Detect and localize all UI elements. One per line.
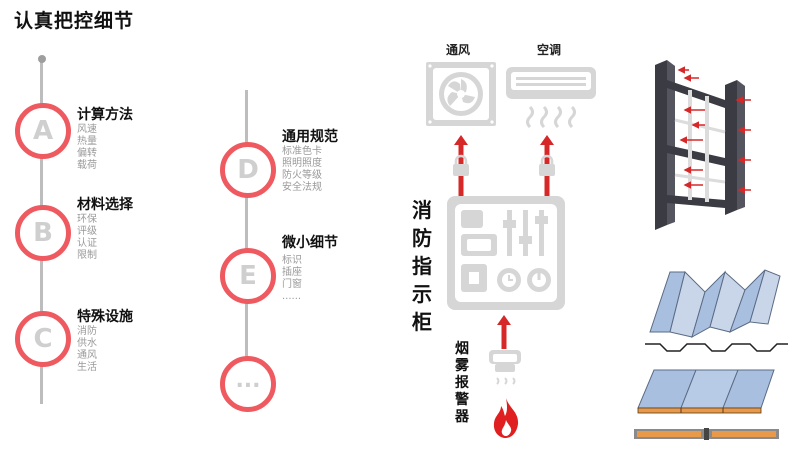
circle-e: E (220, 248, 276, 304)
fan-icon (426, 62, 496, 126)
air-conditioner-icon (506, 67, 596, 129)
list-item: 门窗 (282, 279, 302, 290)
list-item: 评级 (77, 226, 97, 237)
fan-label: 通风 (446, 43, 471, 57)
circle-d: D (220, 142, 276, 198)
smoke-detector-icon (489, 350, 521, 385)
corrugated-panel-icon (645, 269, 788, 352)
list-item: 安全法规 (282, 182, 322, 193)
ac-label: 空调 (537, 43, 562, 57)
section-c-items: 消防 供水 通风 生活 (77, 326, 97, 374)
timeline-line-2 (245, 90, 248, 380)
list-item: ...... (282, 291, 302, 302)
circle-c: C (15, 311, 71, 367)
list-item: 认证 (77, 238, 97, 249)
list-item: 风速 (77, 124, 97, 135)
panel-joint-icon (634, 428, 779, 440)
section-b-title: 材料选择 (77, 197, 133, 213)
list-item: 环保 (77, 214, 97, 225)
timeline-start-dot (37, 55, 46, 63)
circle-more: ... (220, 356, 276, 412)
list-item: 热量 (77, 136, 97, 147)
section-d-items: 标准色卡 照明照度 防火等级 安全法规 (282, 146, 322, 194)
list-item: 限制 (77, 250, 97, 261)
panel-label: 消 防 指 示 柜 (412, 198, 432, 334)
section-e-title: 微小细节 (282, 235, 338, 251)
list-item: 标识 (282, 255, 302, 266)
list-item: 偏转 (77, 148, 97, 159)
list-item: 防火等级 (282, 170, 322, 181)
section-a-items: 风速 热量 偏转 载荷 (77, 124, 97, 172)
smoke-detector-label: 烟 雾 报 警 器 (455, 341, 469, 425)
page-title: 认真把控细节 (14, 10, 135, 32)
list-item: 照明照度 (282, 158, 322, 169)
list-item: 生活 (77, 362, 97, 373)
list-item: 标准色卡 (282, 146, 322, 157)
section-a-title: 计算方法 (77, 107, 133, 123)
lock-icon (453, 154, 469, 176)
section-c-title: 特殊设施 (77, 309, 133, 325)
fire-icon (493, 398, 519, 438)
circle-a: A (15, 103, 71, 159)
control-panel-icon (447, 196, 565, 310)
arrow-to-panel (497, 315, 511, 349)
list-item: 通风 (77, 350, 97, 361)
list-item: 消防 (77, 326, 97, 337)
sandwich-panel-icon (637, 369, 775, 414)
list-item: 插座 (282, 267, 302, 278)
lock-icon (539, 154, 555, 176)
section-d-title: 通用规范 (282, 129, 338, 145)
list-item: 供水 (77, 338, 97, 349)
circle-b: B (15, 205, 71, 261)
section-e-items: 标识 插座 门窗 ...... (282, 255, 302, 303)
steel-frame-icon (655, 60, 751, 230)
list-item: 载荷 (77, 160, 97, 171)
section-b-items: 环保 评级 认证 限制 (77, 214, 97, 262)
